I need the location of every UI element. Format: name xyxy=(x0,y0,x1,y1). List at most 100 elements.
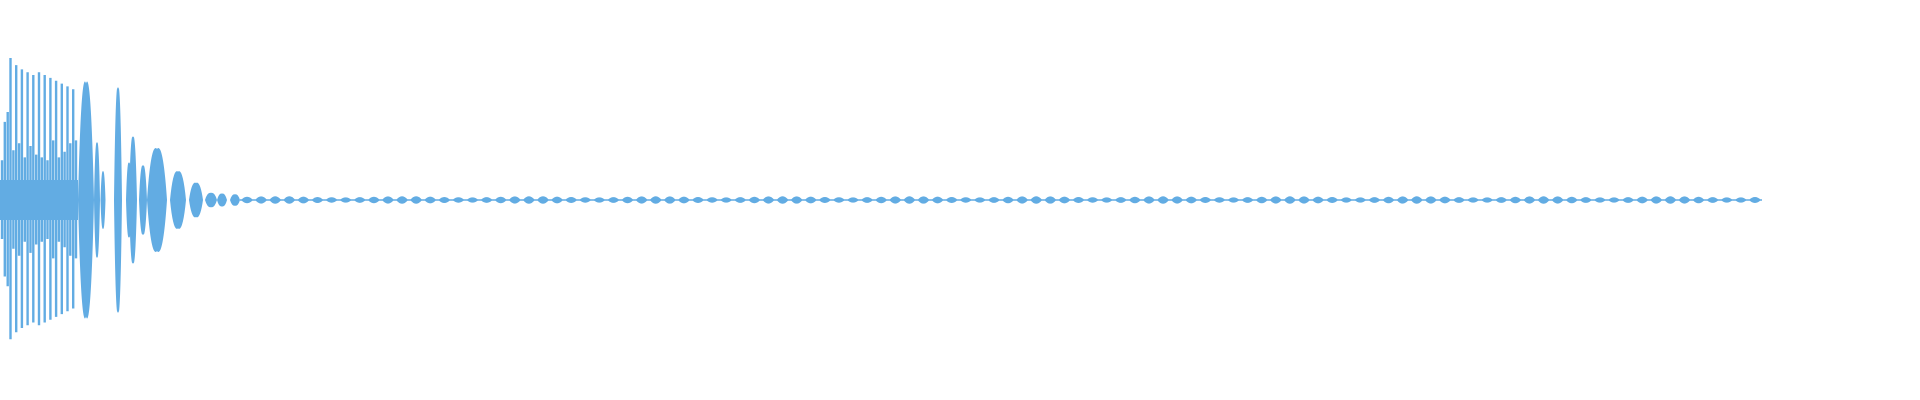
waveform-ripple xyxy=(1706,197,1719,203)
waveform-lobe xyxy=(129,136,137,264)
waveform-ripple xyxy=(804,196,817,204)
waveform-lobe xyxy=(139,165,147,235)
waveform-ripple xyxy=(959,197,972,203)
waveform-ripple xyxy=(1453,197,1465,203)
waveform-ripple xyxy=(1100,197,1113,203)
waveform-lobe xyxy=(94,142,100,258)
waveform-ripple xyxy=(297,196,310,204)
waveform-ripple xyxy=(311,196,324,204)
waveform-ripple xyxy=(621,196,634,204)
waveform-ripple xyxy=(1241,197,1254,203)
waveform-ripple xyxy=(551,196,564,204)
waveform-ripple xyxy=(1044,196,1057,204)
waveform-ripple xyxy=(1354,197,1367,203)
waveform-ripple xyxy=(973,197,986,203)
waveform-ripple xyxy=(1030,196,1043,204)
waveform-ripple xyxy=(593,197,606,203)
waveform-ripple xyxy=(692,197,704,203)
waveform-ripple xyxy=(1410,196,1423,204)
waveform-lobe xyxy=(230,194,240,206)
waveform-core xyxy=(0,180,78,220)
waveform-ripple xyxy=(917,196,930,204)
waveform-ripple xyxy=(1171,196,1184,204)
waveform-ripple xyxy=(734,197,747,203)
waveform-ripple xyxy=(1467,197,1480,203)
waveform-ripple xyxy=(663,196,676,204)
waveform-lobe xyxy=(147,147,167,253)
waveform-ripple xyxy=(438,196,451,204)
waveform-ripple xyxy=(1340,197,1353,203)
waveform-ripple xyxy=(1058,196,1071,204)
waveform-ripple xyxy=(1438,196,1451,204)
waveform-group xyxy=(0,58,1762,340)
waveform-ripple xyxy=(1495,197,1508,203)
waveform-ripple xyxy=(1072,197,1085,203)
waveform-ripple xyxy=(1678,196,1691,204)
waveform-lobe xyxy=(170,171,186,229)
waveform-ripple xyxy=(424,196,437,204)
waveform-lobe xyxy=(100,171,106,229)
waveform-ripple xyxy=(452,197,465,203)
waveform-ripple xyxy=(1114,197,1127,203)
waveform-ripple xyxy=(649,196,662,204)
waveform-ripple xyxy=(889,196,902,204)
waveform-ripple xyxy=(494,196,507,204)
waveform-ripple xyxy=(1523,196,1536,204)
waveform-ripple xyxy=(1565,196,1578,204)
waveform-ripple xyxy=(1185,196,1198,204)
waveform-ripple xyxy=(833,197,845,203)
waveform-ripple xyxy=(255,196,268,204)
waveform-ripple xyxy=(367,196,380,204)
waveform-ripple xyxy=(1016,196,1029,204)
waveform-lobe xyxy=(217,193,227,207)
waveform-ripple xyxy=(382,196,394,204)
waveform-ripple xyxy=(847,197,859,203)
waveform-ripple xyxy=(1255,196,1268,204)
waveform-ripple xyxy=(283,196,296,204)
waveform-ripple xyxy=(1227,197,1240,203)
waveform-ripple xyxy=(579,197,592,203)
waveform-ripple xyxy=(1650,196,1663,204)
waveform-ripple xyxy=(776,196,789,204)
waveform-ripple xyxy=(1720,197,1733,203)
waveform-ripple xyxy=(706,197,719,203)
waveform-ripple xyxy=(1326,197,1339,203)
waveform-ripple xyxy=(1664,196,1677,204)
waveform-ripple xyxy=(1128,196,1141,204)
waveform-ripple xyxy=(790,196,803,204)
waveform-ripple xyxy=(1692,196,1705,204)
waveform-lobe xyxy=(78,81,94,319)
waveform-lobe xyxy=(189,182,203,218)
waveform-ripple xyxy=(1551,196,1564,204)
waveform-ripple xyxy=(1382,196,1395,204)
waveform-ripple xyxy=(720,197,733,203)
waveform-ripple xyxy=(1199,197,1212,203)
waveform-lobe xyxy=(205,192,217,208)
waveform-ripple xyxy=(607,197,620,203)
waveform-ripple xyxy=(466,197,479,203)
waveform-ripple xyxy=(677,196,690,204)
waveform-ripple xyxy=(1509,196,1522,204)
waveform-ripple xyxy=(1608,197,1620,203)
waveform-ripple xyxy=(988,197,1000,203)
waveform-ripple xyxy=(1298,196,1310,204)
waveform-ripple xyxy=(1368,197,1381,203)
waveform-ripple xyxy=(522,196,535,204)
waveform-ripple xyxy=(480,197,493,203)
waveform-ripple xyxy=(1002,196,1014,204)
waveform-ripple xyxy=(269,196,282,204)
waveform-ripple xyxy=(1734,197,1747,203)
waveform-ripple xyxy=(537,196,549,204)
waveform-ripple xyxy=(396,196,408,204)
waveform-ripple xyxy=(1086,197,1099,203)
waveform-ripple xyxy=(1269,196,1282,204)
waveform-ripple xyxy=(1143,196,1155,204)
waveform-ripple xyxy=(353,197,366,203)
waveform-ripple xyxy=(1622,197,1635,203)
waveform-ripple xyxy=(1283,196,1296,204)
waveform-ripple xyxy=(1424,196,1437,204)
waveform-ripple xyxy=(1157,196,1169,204)
waveform-ripple xyxy=(818,197,831,203)
